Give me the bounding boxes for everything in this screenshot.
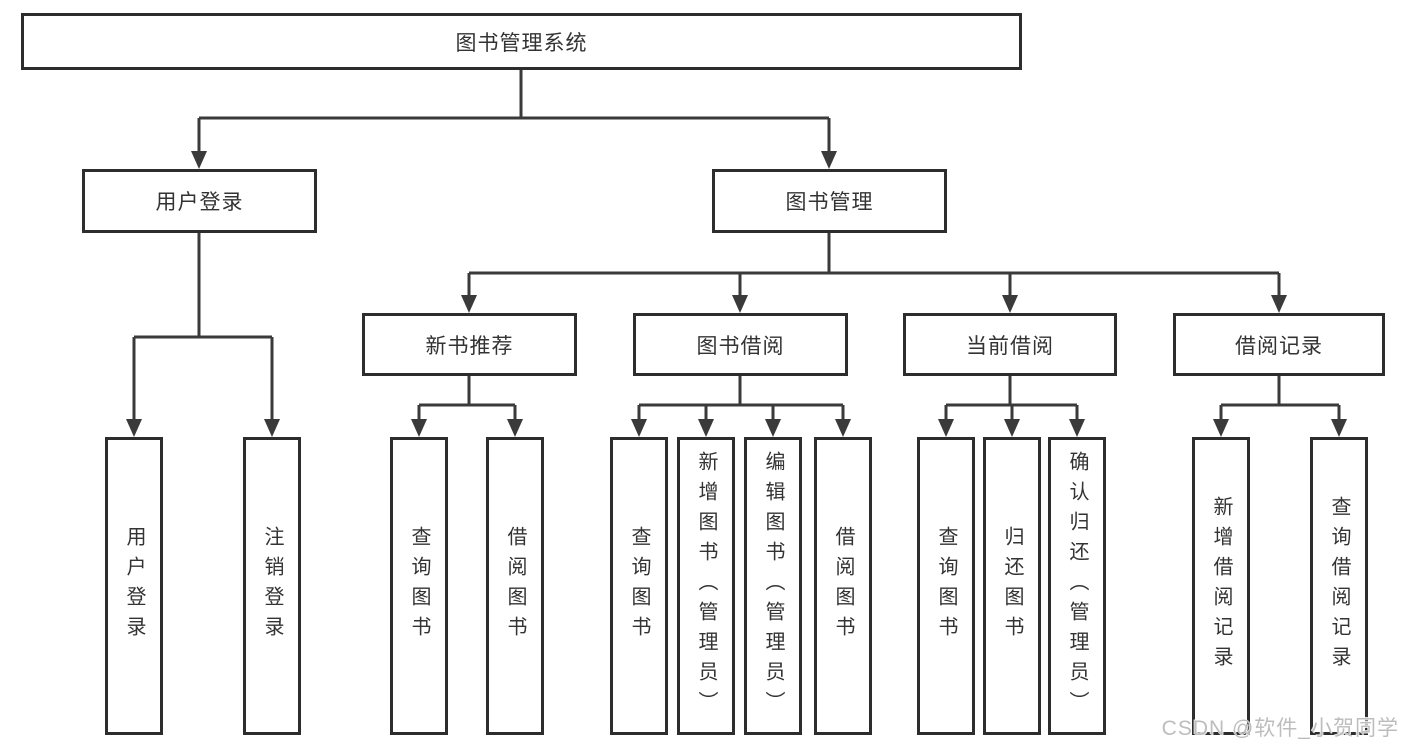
leaf-query-book-borrow: 查询图书 [610,437,668,735]
leaf-add-borrow-record: 新增借阅记录 [1192,437,1250,735]
node-library-system: 图书管理系统 [21,13,1022,70]
leaf-borrow-book-recommend: 借阅图书 [486,437,544,735]
leaf-logout-label: 注销登录 [261,526,283,646]
leaf-query-borrow-record: 查询借阅记录 [1310,437,1368,735]
leaf-query-book-borrow-label: 查询图书 [628,526,650,646]
leaf-confirm-return-admin: 确认归还（管理员） [1048,437,1106,735]
leaf-return-book-label: 归还图书 [1001,526,1023,646]
node-book-management-label: 图书管理 [785,191,874,214]
node-new-book-recommend: 新书推荐 [362,313,577,376]
leaf-query-borrow-record-label: 查询借阅记录 [1328,496,1350,676]
node-borrow-records-label: 借阅记录 [1235,334,1323,358]
node-user-login: 用户登录 [82,169,317,233]
node-book-management: 图书管理 [712,169,947,233]
leaf-return-book: 归还图书 [983,437,1041,735]
node-book-borrow-label: 图书借阅 [696,334,785,358]
leaf-user-login: 用户登录 [105,437,163,735]
leaf-edit-book-admin: 编辑图书（管理员） [744,437,802,735]
leaf-edit-book-admin-label: 编辑图书（管理员） [762,451,784,721]
leaf-user-login-label: 用户登录 [123,526,145,646]
node-borrow-records: 借阅记录 [1173,313,1385,376]
node-library-system-label: 图书管理系统 [455,31,588,55]
leaf-query-book-recommend-label: 查询图书 [408,526,430,646]
leaf-query-book-recommend: 查询图书 [390,437,448,735]
node-book-borrow: 图书借阅 [633,313,848,376]
leaf-borrow-book-label: 借阅图书 [832,526,854,646]
leaf-confirm-return-admin-label: 确认归还（管理员） [1066,451,1088,721]
leaf-add-book-admin-label: 新增图书（管理员） [695,451,717,721]
leaf-add-book-admin: 新增图书（管理员） [677,437,735,735]
leaf-borrow-book-recommend-label: 借阅图书 [504,526,526,646]
csdn-watermark: CSDN @软件_小贺同学 [1161,717,1399,740]
leaf-query-book-current: 查询图书 [917,437,975,735]
node-new-book-recommend-label: 新书推荐 [425,334,514,358]
leaf-add-borrow-record-label: 新增借阅记录 [1210,496,1232,676]
node-user-login-label: 用户登录 [155,191,244,214]
leaf-borrow-book: 借阅图书 [814,437,872,735]
leaf-logout: 注销登录 [243,437,301,735]
node-current-borrow-label: 当前借阅 [966,334,1054,358]
node-current-borrow: 当前借阅 [903,313,1117,376]
leaf-query-book-current-label: 查询图书 [935,526,957,646]
